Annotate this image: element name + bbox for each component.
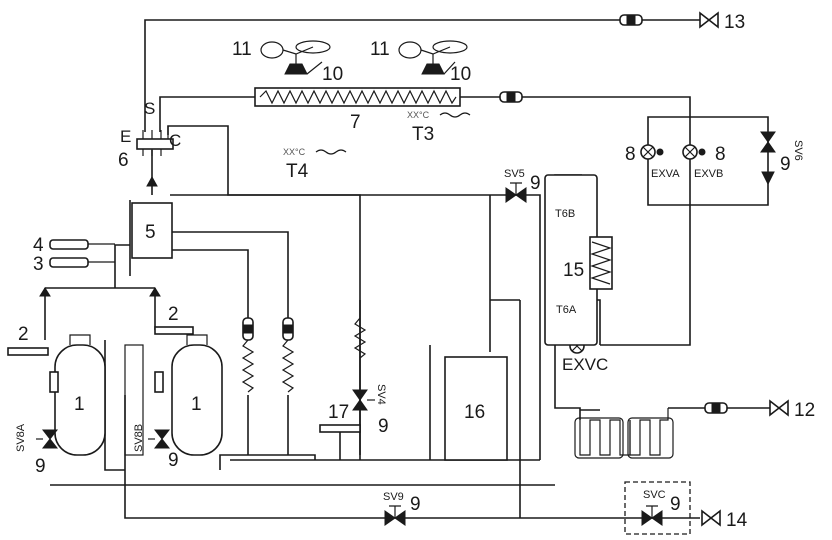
sv8a-num: 9 bbox=[35, 456, 46, 477]
condenser-label: 7 bbox=[350, 112, 361, 133]
sv4-num: 9 bbox=[378, 416, 389, 437]
four-way-valve-label: 6 bbox=[118, 150, 129, 171]
check-valve-icon bbox=[146, 175, 158, 187]
check-valve-icon bbox=[39, 287, 51, 297]
solenoid-valve-sv8b: SV8B 9 bbox=[133, 424, 179, 471]
fan-blade-icon bbox=[398, 41, 422, 59]
pressure-switch-4: 4 bbox=[33, 235, 115, 256]
fan-motor-icon bbox=[284, 63, 308, 75]
valve-14-label: 14 bbox=[726, 510, 748, 531]
accumulator-b-label: 2 bbox=[168, 304, 179, 325]
solenoid-valve-sv8a: SV8A 9 bbox=[15, 423, 59, 477]
sv6-label: SV6 bbox=[792, 140, 804, 161]
compressor-2-label: 1 bbox=[191, 394, 202, 415]
sensor-t4: XX°C T4 bbox=[283, 147, 347, 182]
t6b-label: T6B bbox=[555, 208, 575, 220]
svc-label: SVC bbox=[643, 489, 666, 501]
sub-cooler-coils bbox=[574, 408, 674, 459]
exv-b: 8 EXVB bbox=[682, 144, 726, 180]
filter-drier-icon bbox=[704, 402, 728, 414]
small-filter bbox=[154, 371, 164, 393]
solenoid-valve-svc: SVC 9 bbox=[624, 481, 691, 535]
sv4-label: SV4 bbox=[375, 384, 387, 405]
fan-blade-icon bbox=[295, 40, 331, 54]
solenoid-valve-sv5: SV5 9 bbox=[504, 168, 541, 203]
t3-label: T3 bbox=[412, 124, 434, 145]
compressor-2: 1 bbox=[124, 334, 223, 456]
oil-separator: 5 bbox=[131, 202, 173, 259]
plate-hex-label: 15 bbox=[563, 260, 584, 281]
capillary-tube bbox=[281, 339, 295, 393]
pressure-switch-3-label: 3 bbox=[33, 254, 44, 275]
service-valve-14: 14 bbox=[701, 509, 748, 531]
sensor-t3: XX°C T3 bbox=[407, 110, 471, 145]
fan-motor-icon bbox=[421, 63, 445, 75]
solenoid-valve-sv4: SV4 9 bbox=[352, 384, 389, 437]
oil-separator-label: 5 bbox=[145, 222, 156, 243]
solenoid-valve-sv9: SV9 9 bbox=[383, 491, 421, 526]
fan-11a-label: 11 bbox=[232, 39, 252, 60]
filter-drier-icon bbox=[619, 14, 643, 26]
sv9-num: 9 bbox=[410, 494, 421, 515]
plate-heat-exchanger: 15 T6B T6A bbox=[544, 174, 613, 346]
four-way-valve: 6 S E C bbox=[118, 99, 181, 171]
exva-label: EXVA bbox=[651, 168, 680, 180]
check-valve-icon bbox=[149, 287, 161, 297]
accumulator-a-label: 2 bbox=[18, 324, 29, 345]
pressure-sensor-17-label: 17 bbox=[328, 402, 349, 423]
compressor-1: 1 bbox=[54, 334, 106, 456]
t4-label: T4 bbox=[286, 161, 309, 182]
sv9-label: SV9 bbox=[383, 491, 404, 503]
valve-13-label: 13 bbox=[724, 12, 745, 33]
port-e-label: E bbox=[120, 127, 131, 146]
fan-assembly-b: 11 10 bbox=[370, 39, 471, 85]
solenoid-valve-sv6: SV6 9 bbox=[760, 131, 804, 186]
fan-motor-10b-label: 10 bbox=[450, 64, 471, 85]
fan-assembly-a: 11 10 bbox=[232, 39, 343, 85]
filter-drier-icon bbox=[499, 91, 523, 103]
sv8b-num: 9 bbox=[168, 450, 179, 471]
fan-blade-icon bbox=[432, 40, 468, 54]
pressure-switch-4-label: 4 bbox=[33, 235, 44, 256]
t6a-label: T6A bbox=[556, 304, 577, 316]
liquid-receiver: 16 bbox=[444, 356, 508, 461]
port-s-label: S bbox=[144, 99, 155, 118]
port-c-label: C bbox=[169, 131, 181, 150]
capillary-tube bbox=[353, 317, 367, 359]
pressure-switch-3: 3 bbox=[33, 254, 115, 275]
fan-11b-label: 11 bbox=[370, 39, 390, 60]
fan-motor-10a-label: 10 bbox=[322, 64, 343, 85]
exv-8a-label: 8 bbox=[625, 144, 636, 165]
small-filter bbox=[49, 371, 59, 393]
exvc-label: EXVC bbox=[562, 355, 608, 374]
accumulator-b bbox=[154, 326, 194, 335]
exvb-label: EXVB bbox=[694, 168, 723, 180]
capillary-tube bbox=[241, 339, 255, 393]
accumulator-a bbox=[7, 347, 49, 356]
t3-reading: XX°C bbox=[407, 110, 430, 120]
svc-num: 9 bbox=[670, 494, 681, 515]
sv8a-label: SV8A bbox=[15, 423, 27, 452]
sv6-num: 9 bbox=[780, 154, 791, 175]
t4-reading: XX°C bbox=[283, 147, 306, 157]
sv5-num: 9 bbox=[530, 173, 541, 194]
filter-drier-icon bbox=[242, 317, 254, 341]
exv-8b-label: 8 bbox=[715, 144, 726, 165]
sv5-label: SV5 bbox=[504, 168, 525, 180]
sv8b-label: SV8B bbox=[133, 424, 145, 452]
compressor-1-label: 1 bbox=[74, 394, 85, 415]
exv-a: 8 EXVA bbox=[625, 144, 680, 180]
pressure-sensor-17: 17 bbox=[319, 402, 361, 433]
service-valve-13: 13 bbox=[699, 11, 745, 33]
fan-blade-icon bbox=[260, 41, 284, 59]
filter-drier-icon bbox=[282, 317, 294, 341]
condenser-coil: 7 bbox=[254, 87, 461, 133]
service-valve-12: 12 bbox=[769, 399, 815, 421]
valve-12-label: 12 bbox=[794, 400, 815, 421]
liquid-receiver-label: 16 bbox=[464, 402, 485, 423]
